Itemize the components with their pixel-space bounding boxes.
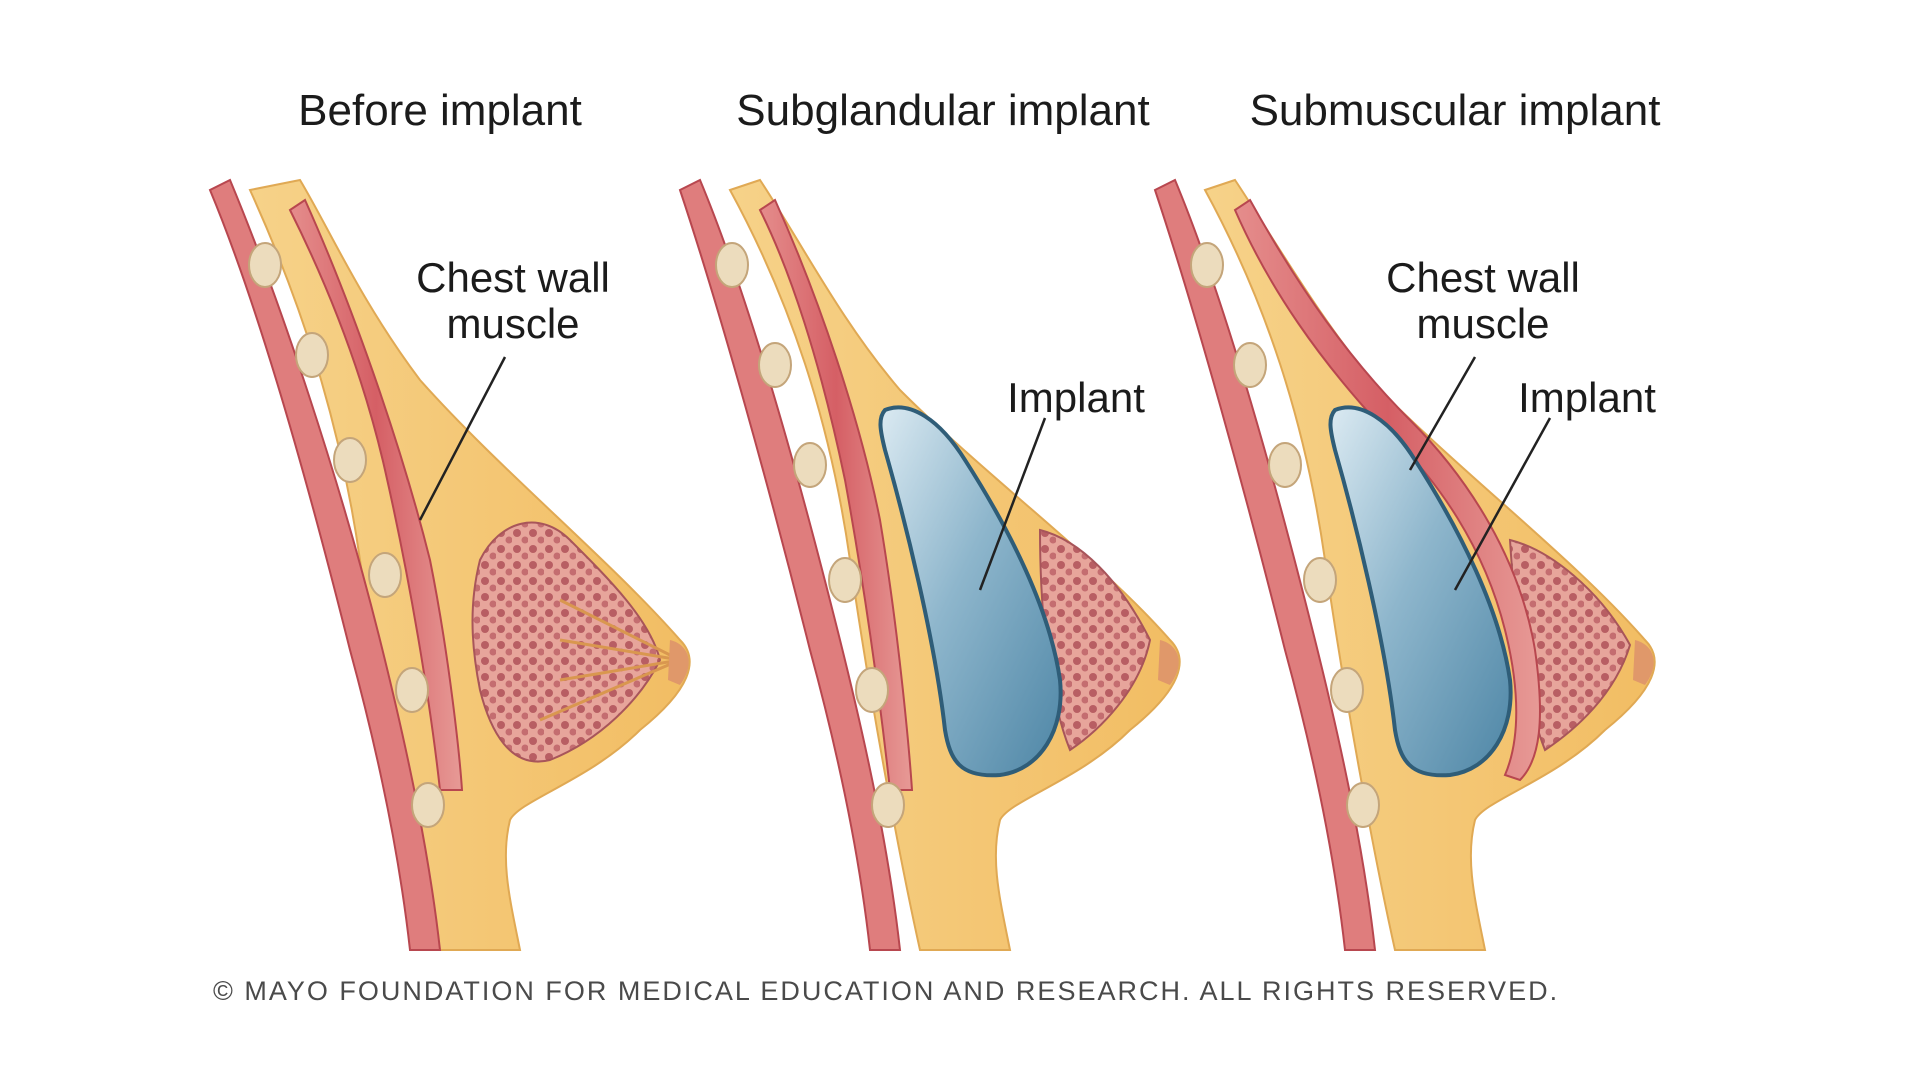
label-implant-submuscular: Implant xyxy=(1518,375,1656,421)
panel-before-implant-illustration xyxy=(208,178,691,951)
label-chest-wall-muscle-submuscular: Chest wall muscle xyxy=(1386,255,1580,347)
label-chest-wall-muscle-before: Chest wall muscle xyxy=(416,255,610,347)
breast-implant xyxy=(878,405,1063,778)
nipple xyxy=(1633,640,1654,685)
rib-muscle-column xyxy=(208,178,442,951)
label-line-2: muscle xyxy=(446,300,580,347)
label-line-2: muscle xyxy=(1416,300,1550,347)
nipple xyxy=(668,640,689,685)
panel-submuscular-implant-illustration xyxy=(1153,178,1656,951)
ribs xyxy=(248,242,445,828)
label-line-1: Implant xyxy=(1518,374,1656,421)
chest-wall-muscle-leader-line xyxy=(1408,356,1477,471)
chest-wall-muscle-leader-line xyxy=(418,356,507,521)
label-line-1: Implant xyxy=(1007,374,1145,421)
implant-leader-line xyxy=(1453,417,1552,591)
implant-leader-line xyxy=(978,417,1047,591)
copyright-notice: © MAYO FOUNDATION FOR MEDICAL EDUCATION … xyxy=(213,976,1560,1006)
nipple xyxy=(1158,640,1179,685)
rib-muscle-column xyxy=(678,178,902,951)
chest-wall-muscle xyxy=(758,198,914,791)
panel-title-subglandular-implant: Subglandular implant xyxy=(736,86,1150,135)
panel-title-submuscular-implant: Submuscular implant xyxy=(1249,86,1661,135)
label-line-1: Chest wall xyxy=(1386,254,1580,301)
ribs xyxy=(1190,242,1380,828)
panel-subglandular-implant-illustration xyxy=(678,178,1181,951)
label-implant-subglandular: Implant xyxy=(1007,375,1145,421)
rib-muscle-column xyxy=(1153,178,1377,951)
label-line-1: Chest wall xyxy=(416,254,610,301)
breast-implant xyxy=(1328,405,1513,778)
milk-ducts xyxy=(539,598,681,722)
panel-title-before-implant: Before implant xyxy=(298,86,582,135)
ribs xyxy=(715,242,905,828)
